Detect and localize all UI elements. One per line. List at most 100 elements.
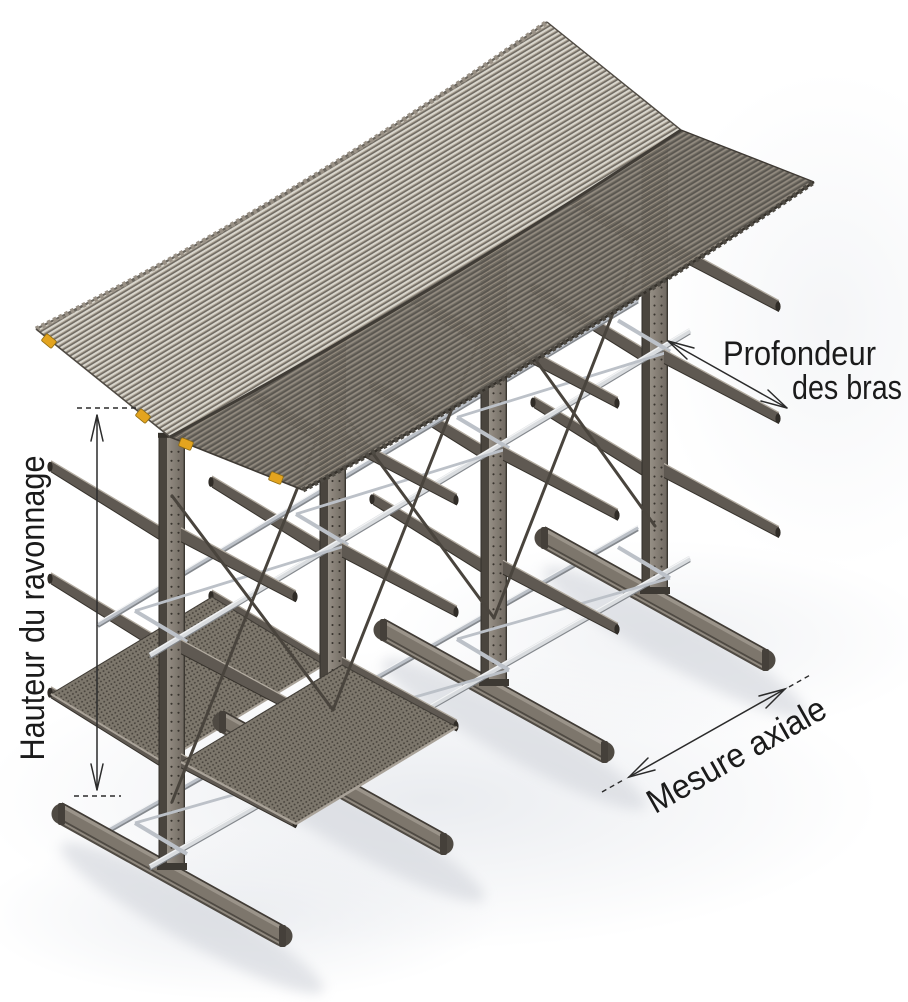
front-cantilever-arm — [502, 445, 620, 521]
roof-clip — [268, 471, 284, 485]
perforation — [499, 581, 502, 584]
rear-deck-rim-front — [162, 664, 325, 763]
perforation — [660, 529, 663, 532]
perforation — [170, 540, 173, 543]
perforation — [653, 295, 656, 298]
perforation — [653, 529, 656, 532]
perforation — [499, 455, 502, 458]
perforation — [170, 576, 173, 579]
rack-structure — [0, 19, 908, 1000]
perforation — [653, 331, 656, 334]
perforation — [177, 576, 180, 579]
perforation — [499, 491, 502, 494]
perforation — [177, 702, 180, 705]
perforation — [177, 648, 180, 651]
arm-tip-cap — [614, 624, 620, 635]
perforation — [170, 738, 173, 741]
perforation — [660, 385, 663, 388]
roof-far-end-edge-light — [546, 21, 682, 131]
perforation — [177, 531, 180, 534]
perforation — [660, 403, 663, 406]
arm-top-highlight — [211, 475, 325, 544]
perforation — [331, 632, 334, 636]
perforation — [331, 488, 334, 492]
arm-top-highlight — [533, 395, 647, 465]
perforation — [170, 612, 173, 615]
perforation — [492, 554, 495, 557]
perforation — [170, 657, 173, 660]
perforation — [499, 428, 502, 431]
perforation — [499, 617, 502, 620]
perforation — [170, 558, 173, 561]
perforation — [492, 473, 495, 476]
perforation — [170, 756, 173, 759]
arm-bottom-edge — [180, 767, 297, 829]
depth-dim-arrowhead-lower — [760, 389, 788, 409]
column-side-face — [481, 242, 489, 682]
perforation — [492, 536, 495, 539]
plan-brace-diagonal-bottom — [456, 576, 671, 641]
perforation — [177, 612, 180, 615]
perforation — [499, 590, 502, 593]
column-foot — [640, 587, 670, 594]
perforation — [170, 828, 173, 831]
perforation — [331, 650, 334, 654]
perforation — [177, 486, 180, 489]
perforation — [177, 522, 180, 525]
arm-top-highlight — [50, 572, 164, 641]
perforation — [660, 430, 663, 433]
perforation — [660, 322, 663, 325]
perforation — [170, 621, 173, 624]
perforation — [660, 286, 663, 289]
perforation — [653, 457, 656, 460]
perforation — [499, 509, 502, 512]
perforation — [177, 819, 180, 822]
perforation — [492, 419, 495, 422]
perforation — [660, 394, 663, 397]
perforation — [338, 560, 341, 564]
perforation — [338, 578, 341, 582]
perforation — [499, 608, 502, 611]
perforation — [177, 774, 180, 777]
perforation — [499, 473, 502, 476]
perforation — [499, 482, 502, 485]
perforation — [177, 549, 180, 552]
perforation — [338, 488, 341, 492]
column-foot — [479, 679, 509, 686]
perforation — [660, 511, 663, 514]
perforation — [177, 828, 180, 831]
arm-tip-cap — [47, 461, 53, 472]
perforation — [170, 702, 173, 705]
perforation — [653, 511, 656, 514]
arm-tip-cap — [453, 495, 459, 506]
perforation — [170, 693, 173, 696]
perforation — [331, 587, 334, 591]
column-side-face — [642, 145, 650, 590]
perforation — [177, 801, 180, 804]
perforation — [492, 410, 495, 413]
perforation — [660, 412, 663, 415]
bracing-tie-mid — [294, 512, 350, 547]
perforation — [653, 502, 656, 505]
perforation — [492, 644, 495, 647]
arm-top-highlight — [341, 542, 458, 607]
arm-top-highlight — [502, 559, 619, 624]
perforation — [660, 493, 663, 496]
perforation — [492, 428, 495, 431]
perforation — [177, 603, 180, 606]
perforation — [660, 457, 663, 460]
roof-panel-dark — [170, 130, 814, 490]
perforation — [170, 513, 173, 516]
perforation — [653, 304, 656, 307]
perforation — [177, 468, 180, 471]
perforation — [331, 515, 334, 519]
arm-body — [212, 476, 324, 558]
perforation — [170, 594, 173, 597]
height-label: Hauteur du ravonnage — [14, 456, 52, 761]
base-front-endcap — [762, 649, 769, 671]
perforation — [492, 401, 495, 404]
base-rear-endcap — [58, 803, 65, 825]
perforation — [170, 684, 173, 687]
perforation — [660, 376, 663, 379]
perforation — [660, 484, 663, 487]
